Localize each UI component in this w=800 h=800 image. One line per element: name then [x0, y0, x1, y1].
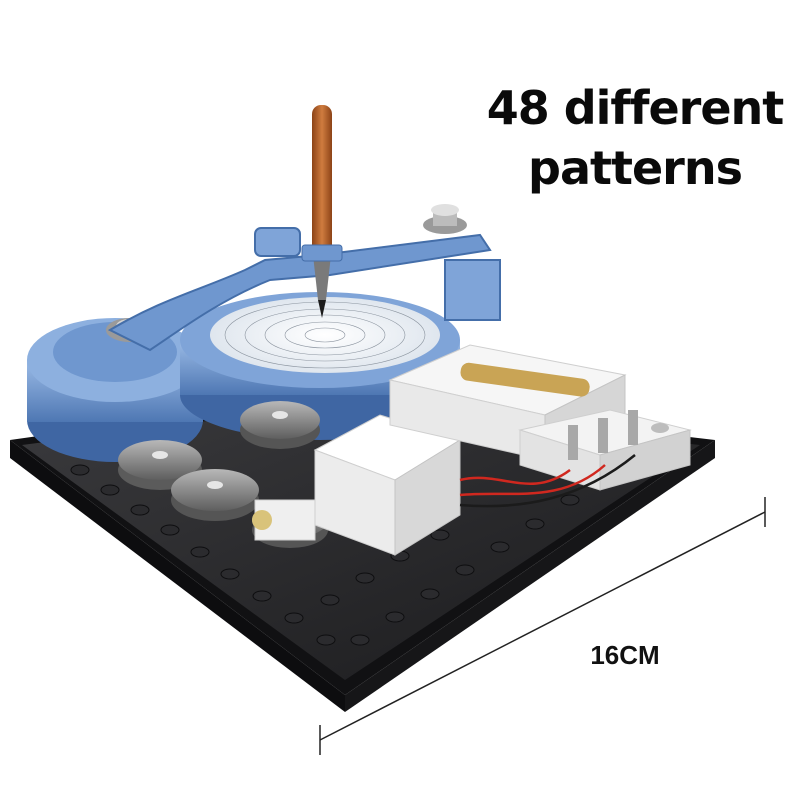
dimension-label: 16CM: [590, 640, 660, 670]
dimension-indicator: [319, 497, 766, 755]
base-studs: [70, 450, 650, 646]
blue-linkage-arm: [107, 204, 501, 352]
left-blue-gear: [27, 318, 203, 462]
drawing-paper-disc: [210, 297, 440, 373]
terminal-block: [518, 409, 692, 491]
headline: 48 different patterns: [470, 78, 800, 198]
wires: [459, 454, 636, 508]
headline-line-2: patterns: [528, 141, 743, 195]
pencil: [301, 105, 343, 318]
headline-line-1: 48 different: [486, 81, 785, 135]
